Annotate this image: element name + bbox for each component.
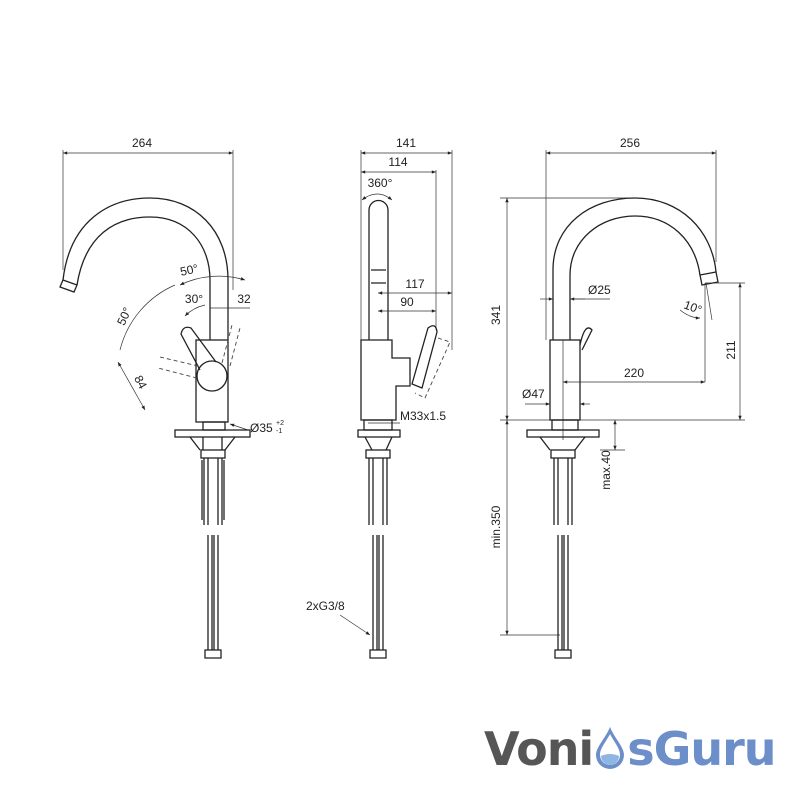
- hole-diameter: Ø35: [250, 421, 273, 435]
- dim-offset: 32: [237, 292, 251, 306]
- dim-height: 341: [489, 305, 503, 325]
- thread-size: M33x1.5: [400, 409, 446, 423]
- dim-lever-reach: 90: [400, 295, 414, 309]
- side-view: 141 114 360° 117 90 M33x1.5 2xG3/8: [306, 136, 453, 659]
- swivel-angle: 360°: [368, 176, 393, 190]
- angle-top: 50°: [179, 261, 200, 279]
- dim-outlet-height: 211: [724, 340, 738, 359]
- front-view: 264 50° 50° 30° 32 84 Ø35 +2 -1: [59, 136, 284, 659]
- dim-reach: 220: [624, 366, 644, 380]
- dim-width-total: 141: [396, 136, 416, 150]
- angle-inner: 30°: [185, 292, 203, 306]
- water-drop-icon: [593, 725, 627, 769]
- dim-hose-length: min.350: [489, 505, 503, 548]
- tilt-angle: 10°: [682, 298, 704, 317]
- dim-lever: 84: [131, 373, 150, 392]
- profile-view: 256 341 min.350 Ø25 Ø47 220 10° 211 max.…: [489, 136, 745, 659]
- dim-width: 256: [620, 136, 640, 150]
- dim-width-spout: 114: [388, 155, 407, 169]
- connection-size: 2xG3/8: [306, 599, 345, 613]
- dim-deck-thickness: max.40: [599, 450, 613, 490]
- tolerance-minus: -1: [276, 428, 282, 435]
- body-diameter: Ø47: [522, 387, 545, 401]
- voniosguru-logo: Voni sGuru: [484, 722, 777, 776]
- logo-text-part1: Voni: [484, 722, 594, 776]
- spout-diameter: Ø25: [588, 283, 611, 297]
- tolerance-plus: +2: [276, 420, 284, 427]
- logo-text-part2: sGuru: [627, 722, 776, 776]
- dim-lever-reach-max: 117: [405, 277, 424, 291]
- angle-left: 50°: [114, 305, 134, 328]
- dim-width: 264: [132, 136, 152, 150]
